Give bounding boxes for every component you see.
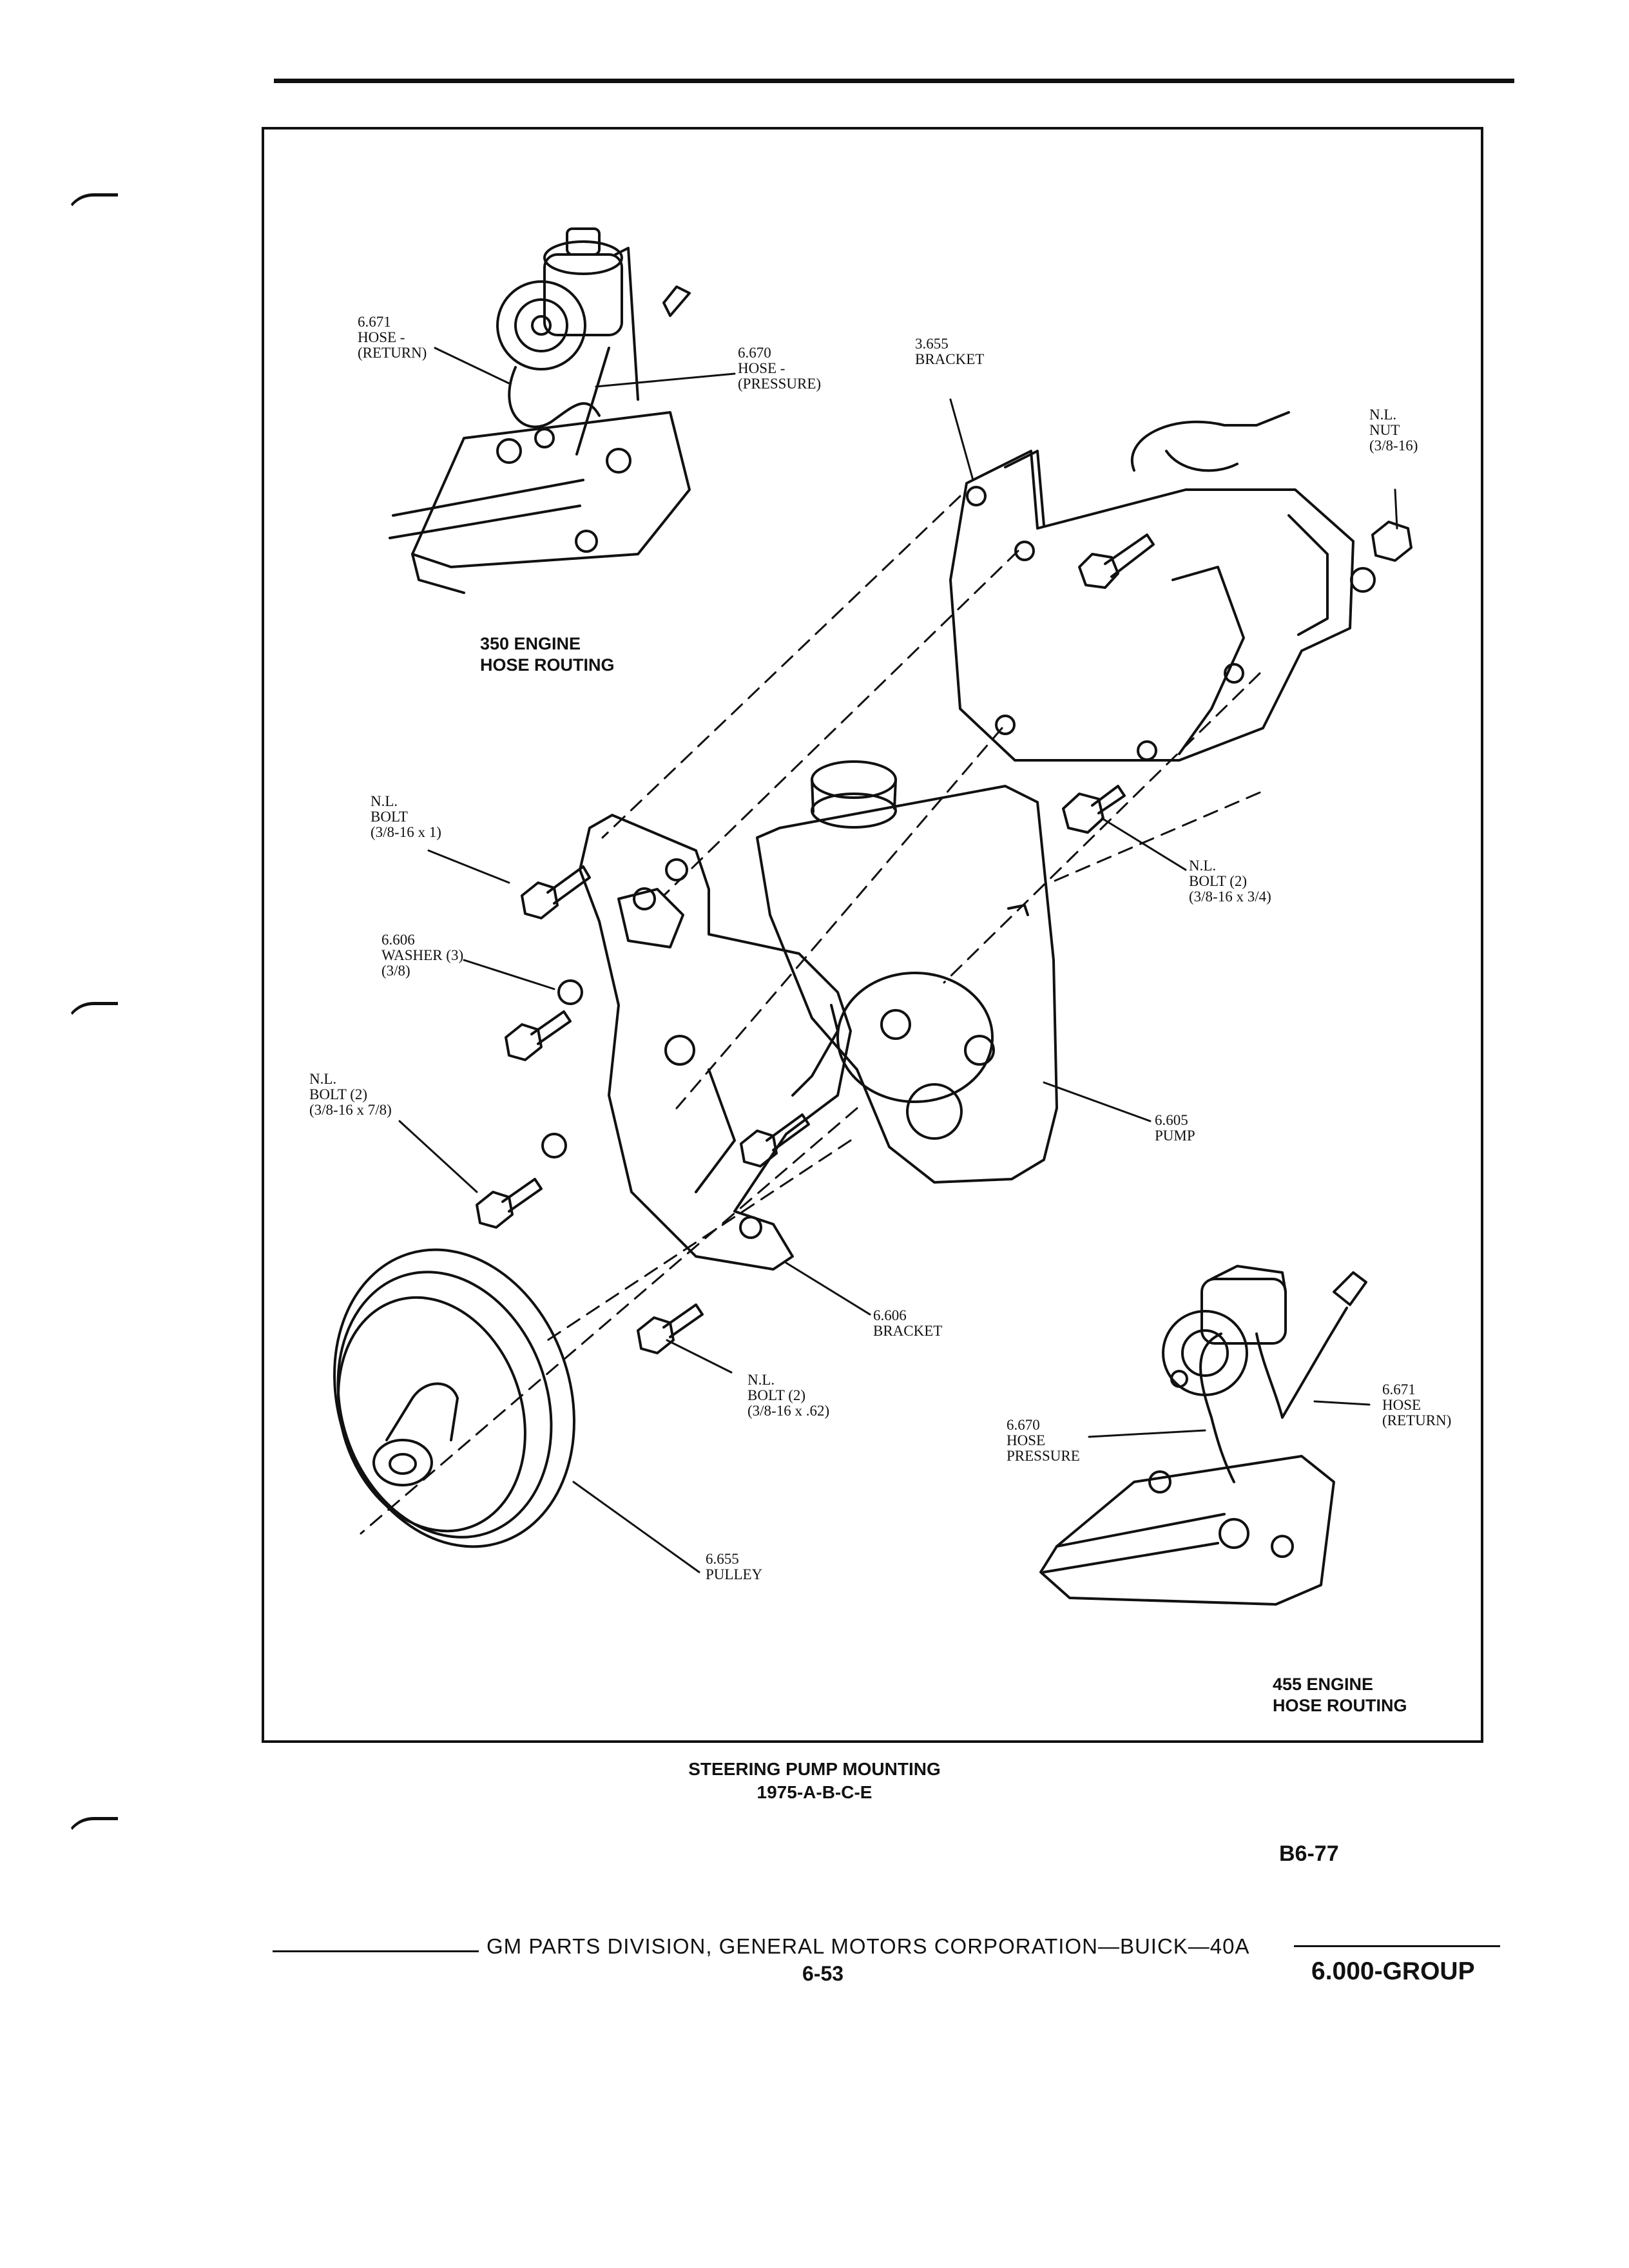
binder-mark	[64, 193, 118, 222]
bracket-3655-shape	[949, 411, 1354, 762]
assembly-dash-lines	[360, 495, 1261, 1535]
group-number: 6.000-GROUP	[1311, 1957, 1475, 1985]
diagram-frame	[262, 127, 1483, 1743]
bolt-heads	[476, 521, 1412, 1354]
binder-mark	[64, 1817, 118, 1846]
footer-text: GM PARTS DIVISION, GENERAL MOTORS CORPOR…	[487, 1934, 1250, 1958]
footer-rule-left	[273, 1950, 479, 1952]
engine-455-inset	[1039, 1265, 1367, 1606]
callout-nut: N.L.NUT(3/8-16)	[1369, 407, 1418, 454]
pump-shape	[756, 760, 1058, 1184]
header-rule	[274, 79, 1514, 83]
figure-number: B6-77	[1279, 1841, 1339, 1866]
page-number: 6-53	[802, 1962, 844, 1985]
callout-bolt-1: N.L.BOLT(3/8-16 x 1)	[371, 793, 441, 840]
bracket-6606-shape	[579, 814, 852, 1271]
engine-350-inset	[389, 227, 691, 594]
callout-bolt-78: N.L.BOLT (2)(3/8-16 x 7/8)	[309, 1071, 392, 1118]
pulley-shape	[333, 1248, 575, 1548]
callout-bolt-34: N.L.BOLT (2)(3/8-16 x 3/4)	[1189, 858, 1271, 905]
leader-lines	[398, 347, 1398, 1573]
binder-mark	[64, 1002, 118, 1031]
footer-rule-right	[1294, 1945, 1500, 1947]
callout-bolt-62: N.L.BOLT (2)(3/8-16 x .62)	[747, 1372, 830, 1419]
